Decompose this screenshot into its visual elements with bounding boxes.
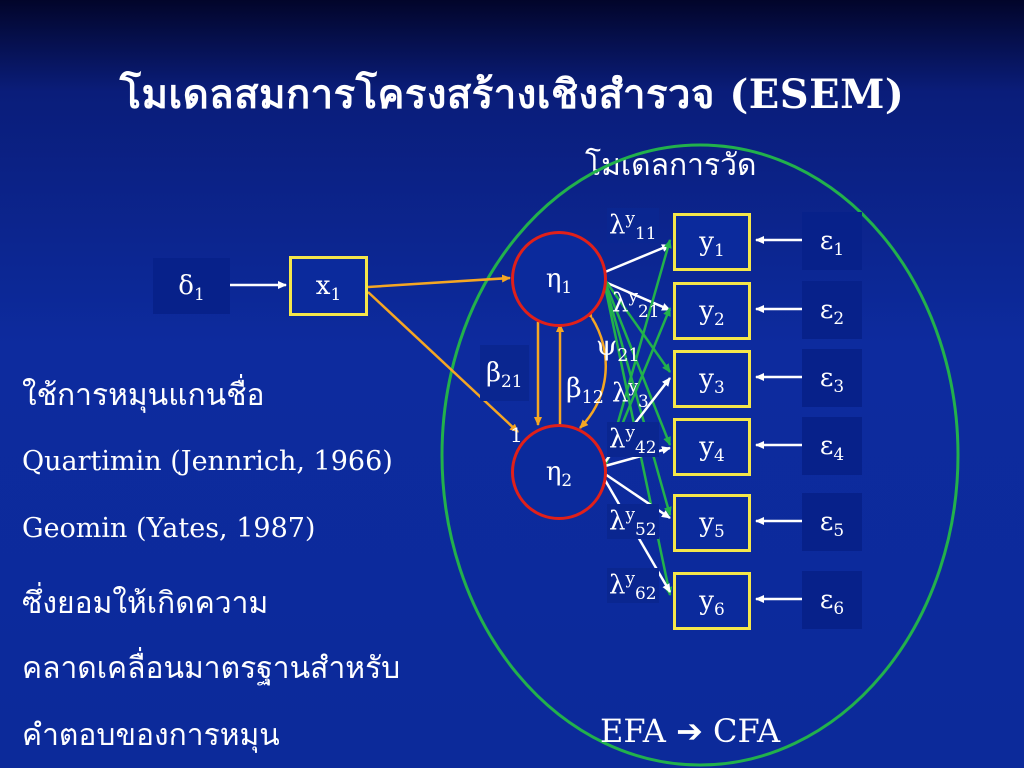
efa-to-cfa: EFA ➔ CFA bbox=[600, 712, 780, 750]
y1-node: y1 bbox=[673, 213, 751, 271]
error-arrows bbox=[755, 236, 802, 603]
measurement-model-outline bbox=[440, 143, 960, 767]
y3-node: y3 bbox=[673, 350, 751, 408]
arrow-x-eta2 bbox=[367, 291, 519, 433]
eta1-node: η1 bbox=[511, 231, 607, 327]
eta2-node: η2 bbox=[511, 424, 607, 520]
beta12-label: β12 bbox=[566, 373, 604, 409]
lambda62-label: λy62 bbox=[607, 568, 659, 604]
eps3-node: ε3 bbox=[802, 349, 862, 407]
psi21-label: ψ21 bbox=[596, 331, 640, 367]
arrow-x-eta1 bbox=[367, 274, 511, 289]
eps4-node: ε4 bbox=[802, 417, 862, 475]
arrow-psi21 bbox=[579, 309, 607, 429]
lambda42-label: λy42 bbox=[607, 422, 659, 458]
quartimin-text: Quartimin (Jennrich, 1966) bbox=[22, 446, 393, 477]
rotation-solution-text: คำตอบของการหมุน bbox=[22, 718, 280, 753]
geomin-text: Geomin (Yates, 1987) bbox=[22, 513, 316, 544]
lambda21-label: λy21 bbox=[612, 286, 660, 322]
eps5-node: ε5 bbox=[802, 493, 862, 551]
eps6-node: ε6 bbox=[802, 571, 862, 629]
y5-node: y5 bbox=[673, 494, 751, 552]
y2-node: y2 bbox=[673, 282, 751, 340]
measurement-model-label: โมเดลการวัด bbox=[585, 148, 757, 183]
lambda11-label: λy11 bbox=[607, 208, 659, 244]
y6-node: y6 bbox=[673, 572, 751, 630]
eps2-node: ε2 bbox=[802, 281, 862, 339]
eps1-node: ε1 bbox=[802, 212, 862, 270]
efa-label: EFA bbox=[600, 712, 666, 750]
cfa-label: CFA bbox=[713, 712, 781, 750]
delta1-node: δ1 bbox=[153, 258, 230, 314]
lambda31-label: λy3 bbox=[612, 376, 649, 412]
gamma-fragment-label: 1 bbox=[510, 423, 523, 447]
lambda52-label: λy52 bbox=[607, 504, 659, 540]
right-arrow-icon: ➔ bbox=[676, 712, 703, 750]
rotation-intro-text: ใช้การหมุนแกนชื่อ bbox=[22, 378, 265, 413]
y4-node: y4 bbox=[673, 418, 751, 476]
page-title: โมเดลสมการโครงสร้างเชิงสำรวจ (ESEM) bbox=[119, 71, 905, 118]
standard-error-text: คลาดเคลื่อนมาตรฐานสำหรับ bbox=[22, 651, 401, 686]
x1-node: x1 bbox=[289, 256, 368, 316]
beta21-label: β21 bbox=[480, 345, 529, 401]
allow-error-text: ซึ่งยอมให้เกิดความ bbox=[22, 586, 269, 621]
